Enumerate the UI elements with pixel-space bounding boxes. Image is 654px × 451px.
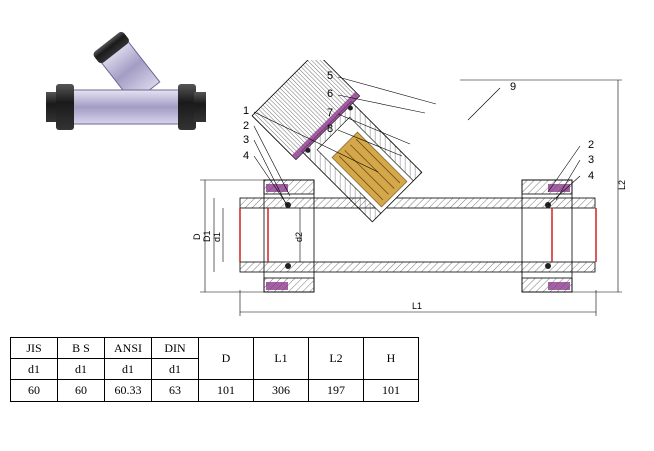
cross-section-diagram: 1 2 3 4 5 6 7 8 9 2 3 4 D D1 d1 d2 L1 L2 [192,60,627,316]
callout-1: 1 [243,105,249,117]
value-H: 101 [363,379,419,402]
value-L1: 306 [253,379,309,402]
header-ansi: ANSI [104,337,152,359]
callout-5: 5 [327,70,333,82]
dim-L2: L2 [617,180,627,190]
header-H: H [363,337,419,380]
subheader-bs: d1 [57,358,105,380]
callout-2-left: 2 [243,120,249,132]
callout-7: 7 [327,107,333,119]
pipe-bottom-wall [239,261,596,273]
dim-L1: L1 [412,301,422,311]
callout-4-right: 4 [588,170,594,182]
header-row: JIS B S ANSI DIN D L1 L2 H [10,337,419,380]
value-row: 60 60 60.33 63 101 306 197 101 [10,379,419,402]
subheader-jis: d1 [10,358,58,380]
dim-d1: d1 [212,232,222,242]
header-L2: L2 [308,337,364,380]
value-jis: 60 [10,379,58,402]
value-ansi: 60.33 [104,379,152,402]
value-bs: 60 [57,379,105,402]
right-union-nut [521,179,573,293]
left-union-nut [263,179,315,293]
dim-D: D [192,233,202,240]
filter-screen [331,131,408,208]
strainer-branch [251,60,423,223]
subheader-din: d1 [151,358,199,380]
dim-d2: d2 [294,232,304,242]
callout-9: 9 [510,81,516,93]
header-bs: B S [57,337,105,359]
y-strainer-photo [46,31,206,130]
header-jis: JIS [10,337,58,359]
value-L2: 197 [308,379,364,402]
spec-table: JIS B S ANSI DIN D L1 L2 H d1 d1 d1 d1 6… [10,337,419,402]
header-din: DIN [151,337,199,359]
header-D: D [198,337,254,380]
subheader-row: d1 d1 d1 d1 [10,358,419,380]
value-D: 101 [198,379,254,402]
header-L1: L1 [253,337,309,380]
callout-4-left: 4 [243,150,249,162]
callout-3-left: 3 [243,134,249,146]
callout-3-right: 3 [588,154,594,166]
callout-2-right: 2 [588,139,594,151]
pipe-top-wall [239,197,596,209]
subheader-ansi: d1 [104,358,152,380]
value-din: 63 [151,379,199,402]
callout-6: 6 [327,88,333,100]
dim-D1: D1 [202,230,212,242]
callout-8: 8 [327,123,333,135]
